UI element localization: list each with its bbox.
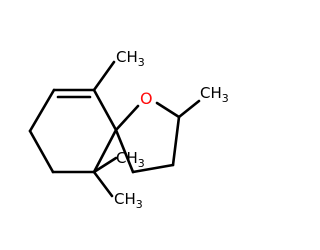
bond-c7-c9 (28, 88, 56, 133)
bond-oxygen-c2 (155, 101, 181, 119)
methyl-label-gem-lower: CH3 (114, 190, 143, 211)
bond-c4-spiro (114, 128, 135, 174)
oxygen-atom-label: O (140, 89, 153, 108)
bond-c5-methyl-a (92, 156, 118, 174)
bond-c5-methyl-b (92, 170, 114, 198)
methyl-label-top: CH3 (116, 48, 145, 69)
bond-c3-c4 (131, 163, 175, 174)
bond-c1-methyl (92, 60, 116, 92)
methyl-label-right: CH3 (200, 84, 229, 105)
bond-spiro-c5 (92, 128, 118, 174)
methyl-label-gem-upper: CH3 (116, 149, 145, 170)
bond-c2-c3 (171, 115, 181, 167)
bond-c6-c7 (28, 129, 55, 174)
molecule-structure: CH3 CH3 CH3 CH3 O (28, 48, 229, 211)
bond-c2-methyl (177, 99, 201, 119)
bond-spiro-oxygen (114, 104, 140, 132)
bond-c1-spiro (92, 88, 118, 132)
